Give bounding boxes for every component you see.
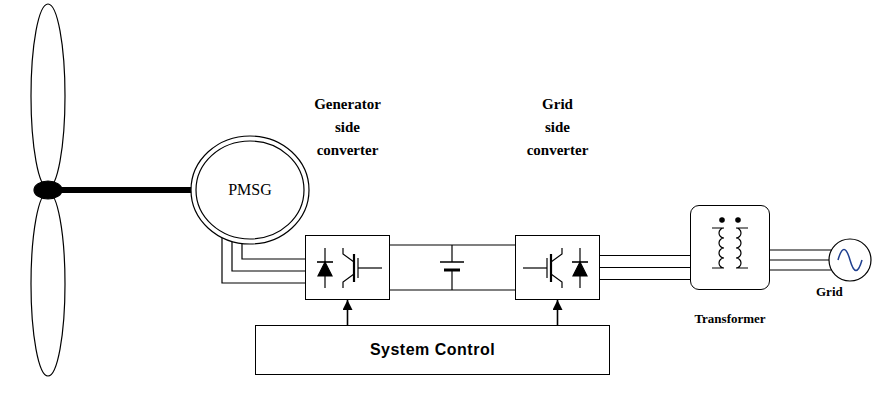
node-heading: Generator side converter — [293, 93, 403, 162]
power-line — [600, 256, 690, 280]
node-heading: Transformer — [694, 311, 765, 327]
connector-line — [770, 249, 832, 250]
connector-line — [390, 289, 515, 290]
converter-box: Grid side converter — [515, 235, 600, 300]
circle-outline — [828, 238, 872, 282]
connector-line — [600, 279, 690, 280]
connector-line — [600, 255, 690, 256]
igbt-diode-symbol — [523, 248, 588, 288]
node-label: System Control — [370, 341, 495, 359]
power-line — [770, 250, 832, 270]
converter-box: Generator side converter — [305, 235, 390, 300]
connector-line — [770, 269, 832, 270]
connector-line — [347, 300, 349, 325]
connector-line — [390, 244, 515, 245]
connector-line — [600, 267, 690, 268]
control-arrow — [347, 300, 348, 325]
generator-ellipse: PMSG — [190, 135, 310, 245]
grid-source: Grid — [828, 238, 872, 282]
wind-turbine — [31, 4, 192, 376]
connector-line — [222, 238, 305, 283]
power-line — [222, 238, 305, 283]
connector-line — [232, 241, 305, 271]
connector-line — [770, 259, 829, 260]
sine-symbol — [838, 250, 862, 271]
transformer-coils — [712, 218, 748, 268]
capacitor-symbol — [440, 245, 464, 290]
node-heading: Grid — [816, 284, 843, 300]
power-line — [390, 245, 515, 290]
transformer-box: Transformer — [690, 205, 770, 290]
control-box: System Control — [255, 325, 610, 375]
node-label: PMSG — [228, 181, 272, 199]
igbt-diode-symbol — [317, 248, 382, 288]
control-arrow — [557, 300, 558, 325]
connector-line — [242, 244, 305, 259]
connector-line — [557, 300, 559, 325]
node-heading: Grid side converter — [503, 93, 613, 162]
